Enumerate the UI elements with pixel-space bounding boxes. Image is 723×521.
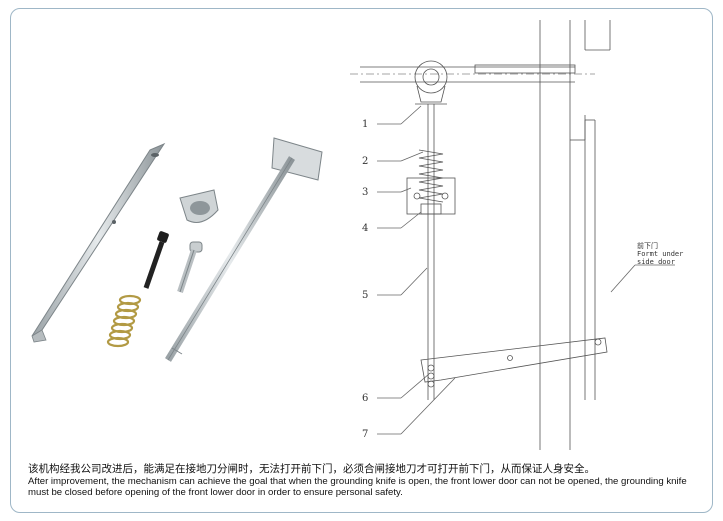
caption-english: After improvement, the mechanism can ach…: [28, 476, 687, 498]
mechanism-drawing: 1 2 3 4 5 6 7 前下门 Formt under side door: [350, 20, 683, 450]
parts-photo: [31, 137, 323, 362]
spring-part: [106, 294, 142, 348]
caption-chinese: 该机构经我公司改进后，能满足在接地刀分闸时，无法打开前下门，必须合闸接地刀才可打…: [28, 463, 595, 475]
door-label-cn: 前下门: [637, 241, 658, 250]
part-label-6: 6: [362, 393, 368, 404]
rod-spring: [418, 149, 444, 203]
lever-arm: [420, 337, 608, 388]
crank-eye: [414, 60, 448, 105]
pin-part: [177, 241, 203, 293]
part-label-7: 7: [362, 429, 368, 440]
front-lower-door: [584, 119, 602, 400]
guide-block: [406, 177, 456, 215]
bolt-part: [143, 231, 169, 289]
cabinet-frame: [539, 20, 611, 450]
caption: 该机构经我公司改进后，能满足在接地刀分闸时，无法打开前下门，必须合闸接地刀才可打…: [28, 462, 698, 498]
operating-shaft: [350, 64, 595, 83]
leader-lines: [377, 105, 675, 435]
collar-part: [179, 189, 219, 223]
door-label-en-2: side door: [637, 258, 675, 266]
part-label-5: 5: [362, 290, 368, 301]
flat-bar-part: [31, 142, 166, 343]
content-frame: [10, 8, 713, 513]
part-label-1: 1: [362, 119, 368, 130]
part-label-3: 3: [362, 187, 368, 198]
vertical-rod: [427, 104, 435, 400]
door-label-en-1: Formt under: [637, 250, 683, 258]
part-label-4: 4: [362, 223, 368, 234]
part-label-2: 2: [362, 156, 368, 167]
rod-with-plate-part: [165, 137, 323, 362]
